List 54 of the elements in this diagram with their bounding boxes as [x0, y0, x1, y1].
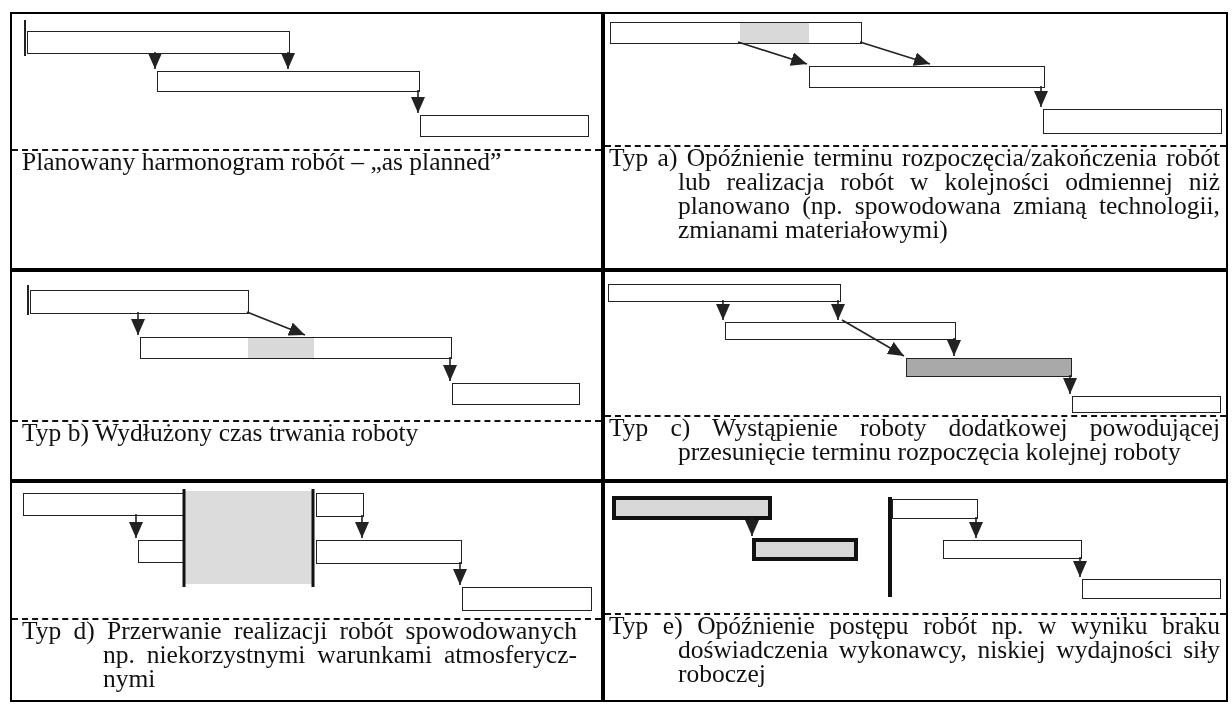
- task-bar: [452, 383, 580, 405]
- task-bar: [612, 496, 772, 520]
- dependency-arrow: [859, 41, 931, 66]
- task-bar: [140, 337, 452, 359]
- task-bar: [809, 66, 1045, 88]
- dependency-arrow: [453, 561, 467, 586]
- dependency-arrow: [947, 337, 961, 357]
- dependency-arrow: [745, 517, 759, 537]
- diagram-panel: [603, 12, 1228, 270]
- dependency-arrow: [129, 513, 143, 539]
- dependency-arrow: [969, 516, 983, 539]
- diagram-panel: [603, 481, 1228, 702]
- dependency-arrow: [1034, 85, 1048, 108]
- dependency-arrow: [841, 319, 905, 357]
- dependency-arrow: [1073, 556, 1087, 578]
- dependency-arrow: [411, 89, 425, 114]
- task-bar: [23, 493, 186, 516]
- task-bar: [1072, 396, 1221, 413]
- task-bar: [138, 540, 186, 563]
- task-bar: [462, 587, 592, 611]
- task-bar: [30, 290, 249, 314]
- task-bar: [752, 538, 858, 561]
- dependency-arrow: [148, 51, 162, 70]
- diagram-panel: [10, 12, 603, 270]
- dependency-arrow: [716, 299, 730, 321]
- diagram-panel: [603, 270, 1228, 481]
- dependency-arrow: [1063, 374, 1077, 395]
- panel-caption: Typ c) Wystąpienie roboty dodatkowej powodującej przesunięcie terminu rozpoczęcia kolejnej roboty: [609, 416, 1220, 464]
- panel-caption: Planowany harmonogram robót – „as planned”: [22, 150, 503, 174]
- dependency-arrow: [831, 299, 845, 321]
- task-bar: [725, 322, 956, 340]
- panel-caption: Typ d) Przerwanie realizacji robót spowodowanych np. niekorzystnymi warunkami atmosferycz- nymi: [22, 619, 577, 691]
- panel-caption: Typ a) Opóźnienie terminu rozpoczęcia/zakończenia robót lub realizacja robót w kolejności odmiennej niż planowano (np. spowodowana zmianą technologii, zmianami materiałowymi): [609, 146, 1220, 242]
- dependency-arrow: [737, 41, 808, 66]
- task-bar: [157, 71, 420, 92]
- dependency-arrow: [246, 311, 306, 336]
- panel-caption: Typ b) Wydłużony czas trwania roboty: [22, 421, 420, 445]
- task-bar: [1043, 109, 1222, 134]
- task-bar: [420, 115, 589, 137]
- task-bar: [316, 493, 364, 517]
- dependency-arrow: [355, 514, 369, 539]
- task-bar: [610, 22, 862, 44]
- dependency-arrow: [131, 311, 145, 336]
- task-bar: [608, 284, 841, 302]
- task-bar: [892, 499, 978, 519]
- diagram-panel: [10, 270, 603, 481]
- dependency-arrow: [443, 356, 457, 382]
- task-bar: [1082, 579, 1221, 599]
- task-bar: [27, 31, 290, 54]
- panel-caption: Typ e) Opóźnienie postępu robót np. w wyniku braku doświadczenia wykonawcy, niskiej wydajności siły roboczej: [609, 614, 1220, 686]
- task-bar: [943, 540, 1082, 559]
- dependency-arrow: [281, 51, 295, 70]
- task-bar: [316, 540, 462, 564]
- task-bar: [906, 358, 1072, 377]
